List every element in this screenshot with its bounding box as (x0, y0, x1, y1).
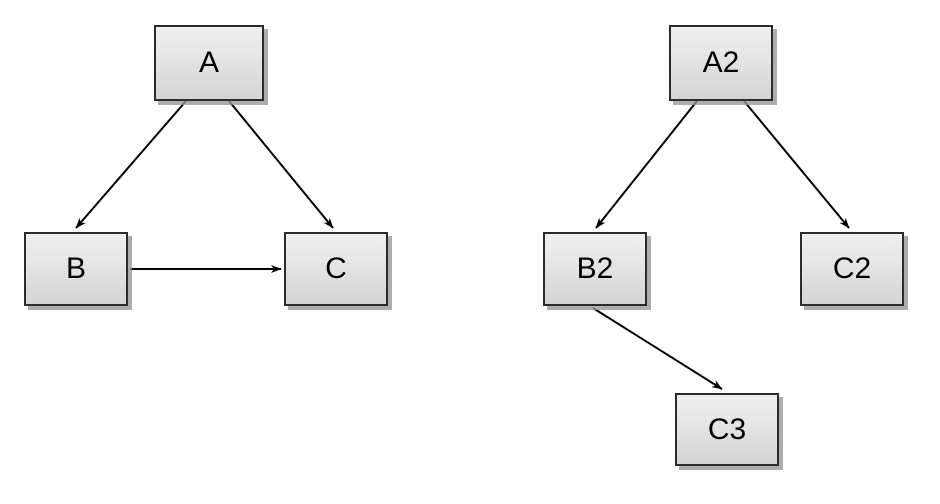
node-label-b: B (65, 252, 86, 285)
node-c3[interactable]: C3 (675, 393, 779, 466)
node-label-a: A (198, 46, 219, 79)
node-c2[interactable]: C2 (800, 232, 904, 306)
node-b2[interactable]: B2 (543, 232, 647, 306)
node-a[interactable]: A (154, 25, 264, 101)
node-label-c2: C2 (832, 252, 872, 285)
node-c[interactable]: C (284, 232, 388, 306)
edge-a2-to-c2[interactable] (743, 100, 850, 229)
node-label-a2: A2 (702, 46, 740, 79)
node-a2[interactable]: A2 (669, 25, 773, 101)
edge-a-to-c[interactable] (228, 100, 334, 229)
edges-group (75, 100, 850, 390)
edge-a2-to-b2[interactable] (595, 100, 698, 229)
node-b[interactable]: B (24, 232, 128, 306)
node-label-b2: B2 (576, 252, 614, 285)
edge-b2-to-c3[interactable] (592, 307, 723, 390)
node-label-c: C (325, 252, 347, 285)
node-label-c3: C3 (707, 412, 747, 446)
edge-a-to-b[interactable] (75, 100, 187, 229)
